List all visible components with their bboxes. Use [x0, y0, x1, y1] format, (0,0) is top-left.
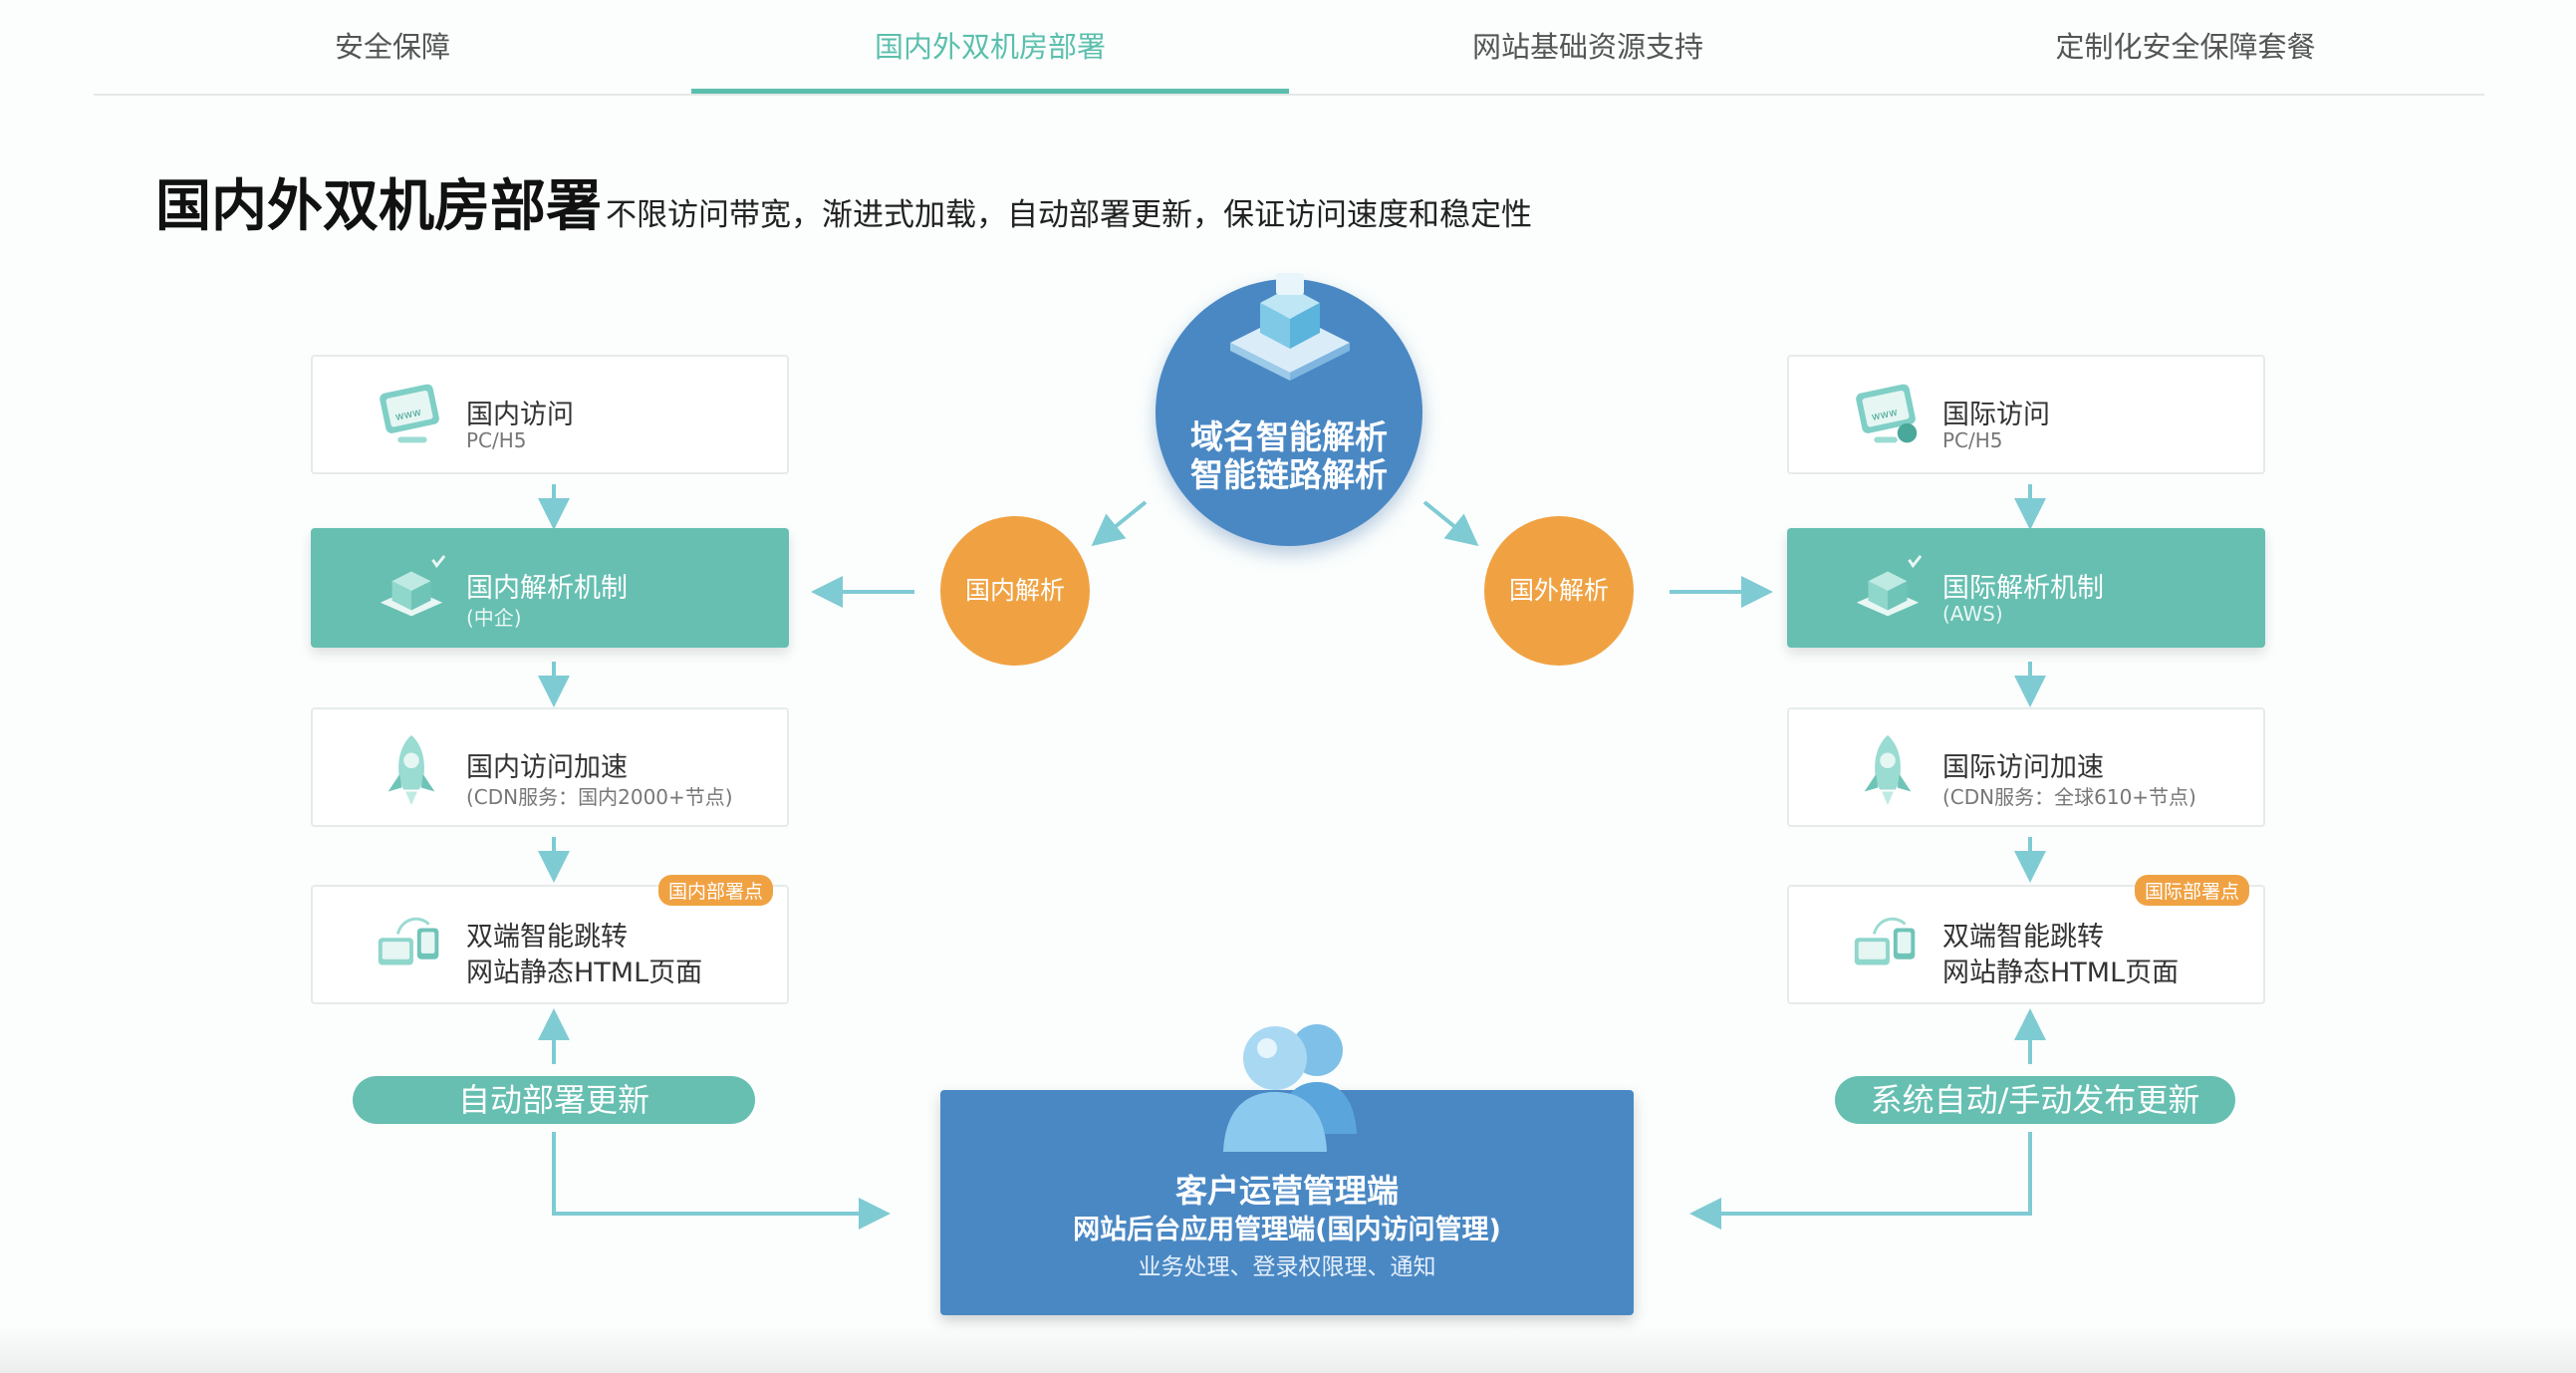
domestic-resolve-card: 国内解析机制 (中企) [311, 528, 789, 648]
bottom-fade [0, 1325, 2576, 1373]
intl-deploy-badge: 国际部署点 [2134, 875, 2249, 906]
intl-resolve-sub: (AWS) [1942, 602, 2003, 626]
dns-smart-resolve-circle: 域名智能解析 智能链路解析 [1156, 279, 1422, 546]
intl-page-card: 国际部署点 双端智能跳转 网站静态HTML页面 [1787, 875, 2265, 1004]
users-icon [1223, 1024, 1357, 1152]
server-cube-icon [1856, 554, 1923, 617]
dns-server-icon [1230, 273, 1350, 381]
section-heading: 国内外双机房部署不限访问带宽，渐进式加载，自动部署更新，保证访问速度和稳定性 [155, 161, 1532, 242]
mgmt-subtitle: 网站后台应用管理端(国内访问管理) [1073, 1215, 1501, 1245]
overseas-resolve-node: 国外解析 [1484, 516, 1634, 666]
domestic-access-title: 国内访问 [466, 400, 574, 430]
devices-icon [1854, 917, 1916, 965]
dns-line1: 域名智能解析 [1190, 417, 1388, 456]
intl-access-title: 国际访问 [1942, 400, 2050, 430]
rocket-icon [1864, 734, 1912, 806]
intl-access-sub: PC/H5 [1942, 428, 2003, 452]
intl-cdn-card: 国际访问加速 (CDN服务：全球610+节点) [1787, 707, 2265, 827]
domestic-page-card: 国内部署点 双端智能跳转 网站静态HTML页面 [311, 875, 789, 1004]
domestic-resolve-sub: (中企) [466, 606, 522, 630]
section-title: 国内外双机房部署 [155, 174, 602, 239]
domestic-page-line1: 双端智能跳转 [466, 922, 628, 953]
domestic-cdn-card: 国内访问加速 (CDN服务：国内2000+节点) [311, 707, 789, 827]
svg-text:www: www [394, 406, 423, 423]
intl-resolve-title: 国际解析机制 [1942, 573, 2104, 604]
domestic-access-sub: PC/H5 [466, 428, 527, 452]
domestic-cdn-title: 国内访问加速 [466, 752, 628, 783]
section-subtitle: 不限访问带宽，渐进式加载，自动部署更新，保证访问速度和稳定性 [606, 197, 1532, 233]
mgmt-desc: 业务处理、登录权限理、通知 [1138, 1254, 1436, 1280]
intl-access-card: www 国际访问 PC/H5 [1787, 355, 2265, 474]
domestic-cdn-sub: (CDN服务：国内2000+节点) [466, 785, 733, 809]
tab-custom-package[interactable]: 定制化安全保障套餐 [2055, 30, 2316, 64]
auto-deploy-update-pill: 自动部署更新 [353, 1076, 755, 1124]
tab-dual-datacenter[interactable]: 国内外双机房部署 [691, 0, 1289, 94]
intl-page-line1: 双端智能跳转 [1942, 922, 2104, 953]
svg-text:www: www [1871, 406, 1900, 423]
mgmt-title: 客户运营管理端 [1174, 1172, 1399, 1210]
tab-bar: 安全保障 国内外双机房部署 网站基础资源支持 定制化安全保障套餐 [94, 0, 2484, 96]
system-publish-update-pill: 系统自动/手动发布更新 [1835, 1076, 2235, 1124]
server-cube-icon [380, 554, 446, 617]
tab-security[interactable]: 安全保障 [334, 30, 450, 64]
intl-resolve-card: 国际解析机制 (AWS) [1787, 528, 2265, 648]
devices-icon [378, 917, 439, 965]
dns-line2: 智能链路解析 [1190, 455, 1388, 494]
monitor-www-icon: www [1856, 384, 1918, 443]
domestic-resolve-title: 国内解析机制 [466, 573, 628, 604]
monitor-www-icon: www [380, 384, 439, 443]
rocket-icon [387, 734, 435, 806]
tab-site-resources[interactable]: 网站基础资源支持 [1471, 30, 1703, 64]
domestic-access-card: www 国内访问 PC/H5 [311, 355, 789, 474]
intl-cdn-sub: (CDN服务：全球610+节点) [1942, 785, 2196, 809]
domestic-page-line2: 网站静态HTML页面 [466, 958, 703, 988]
intl-cdn-title: 国际访问加速 [1942, 752, 2104, 783]
domestic-deploy-badge: 国内部署点 [657, 875, 773, 906]
intl-page-line2: 网站静态HTML页面 [1942, 958, 2180, 988]
domestic-resolve-node: 国内解析 [940, 516, 1090, 666]
